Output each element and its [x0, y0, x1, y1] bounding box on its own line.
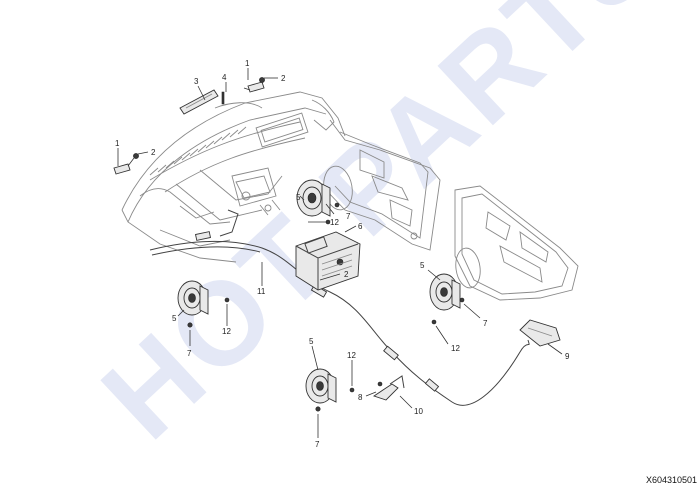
callout-2-top: 2: [281, 74, 286, 83]
roof-antenna: [519, 319, 561, 347]
screw-4: [221, 91, 225, 105]
tweeter-grille: [179, 89, 219, 115]
callout-7-radio: 7: [346, 212, 351, 221]
callout-6: 6: [358, 222, 363, 231]
antenna-cable: [149, 209, 530, 406]
speaker-low: [305, 368, 355, 412]
callout-3: 3: [194, 77, 199, 86]
dashboard-outline: [121, 91, 346, 263]
callout-2-radio: 2: [344, 270, 349, 279]
callouts: 1 2 3 4 1 2 5 7 12 6 2 11 5 12 7 5 7 12 …: [115, 59, 570, 449]
sensor-left: [113, 153, 139, 175]
callout-12-left: 12: [222, 327, 231, 336]
callout-2-left: 2: [151, 148, 156, 157]
callout-10: 10: [414, 407, 423, 416]
callout-11: 11: [257, 287, 266, 296]
callout-5-door: 5: [420, 261, 425, 270]
callout-8: 8: [358, 393, 363, 402]
callout-12-door: 12: [451, 344, 460, 353]
callout-5-radio: 5: [296, 193, 301, 202]
head-unit: [295, 231, 361, 291]
callout-5-low: 5: [309, 337, 314, 346]
callout-4: 4: [222, 73, 227, 82]
speaker-door: [429, 273, 465, 325]
speaker-dash: [296, 179, 340, 225]
callout-7-left: 7: [187, 349, 192, 358]
leader-lines: [117, 68, 563, 438]
callout-7-door: 7: [483, 319, 488, 328]
callout-1-left: 1: [115, 139, 120, 148]
bracket-10: [372, 375, 405, 401]
rear-door-panel: [454, 185, 579, 301]
callout-7-low: 7: [315, 440, 320, 449]
callout-5-left: 5: [172, 314, 177, 323]
diagram-code: X604310501: [646, 475, 697, 485]
speaker-left: [177, 280, 230, 328]
callout-1-top: 1: [245, 59, 250, 68]
callout-9: 9: [565, 352, 570, 361]
sensor-top: [243, 77, 265, 93]
callout-12-low: 12: [347, 351, 356, 360]
callout-12-radio: 12: [330, 218, 339, 227]
